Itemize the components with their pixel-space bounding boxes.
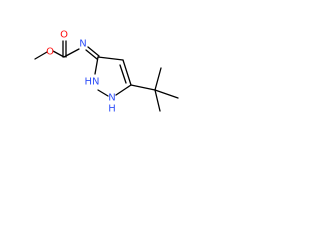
ester-oxygen-label: O xyxy=(46,47,54,58)
bond-tert-methyl-right xyxy=(154,89,179,99)
bond-n1-c5 xyxy=(115,84,132,96)
bond-n2-n1 xyxy=(97,89,109,97)
bond-c4-c5-inner xyxy=(119,64,127,84)
ring-n-label: N xyxy=(108,93,115,104)
bond-c5-tert-carbon xyxy=(130,84,156,91)
bond-imine-double-a xyxy=(87,46,100,57)
molecule-structure: O O N HN N H xyxy=(34,30,179,115)
bond-tert-methyl-up xyxy=(154,67,162,91)
bond-carbonyl-carbon-nitrogen xyxy=(63,48,80,58)
imine-nitrogen-label: N xyxy=(79,39,86,50)
ring-n-hydrogen-label: H xyxy=(108,104,116,115)
bond-ester-oxygen-carbonyl-carbon xyxy=(52,50,65,58)
bond-c4-c5 xyxy=(122,59,132,86)
bond-c3-c4 xyxy=(97,56,124,61)
bond-tert-methyl-down xyxy=(154,89,161,112)
ring-nh-label: HN xyxy=(85,77,100,88)
carbonyl-oxygen-label: O xyxy=(60,30,68,41)
bonds xyxy=(34,40,179,112)
atom-labels: O O N HN N H xyxy=(46,30,116,115)
bond-imine-double-b xyxy=(85,49,98,60)
bond-methyl-ester-oxygen xyxy=(34,51,48,60)
bond-c3-n2 xyxy=(94,56,99,75)
